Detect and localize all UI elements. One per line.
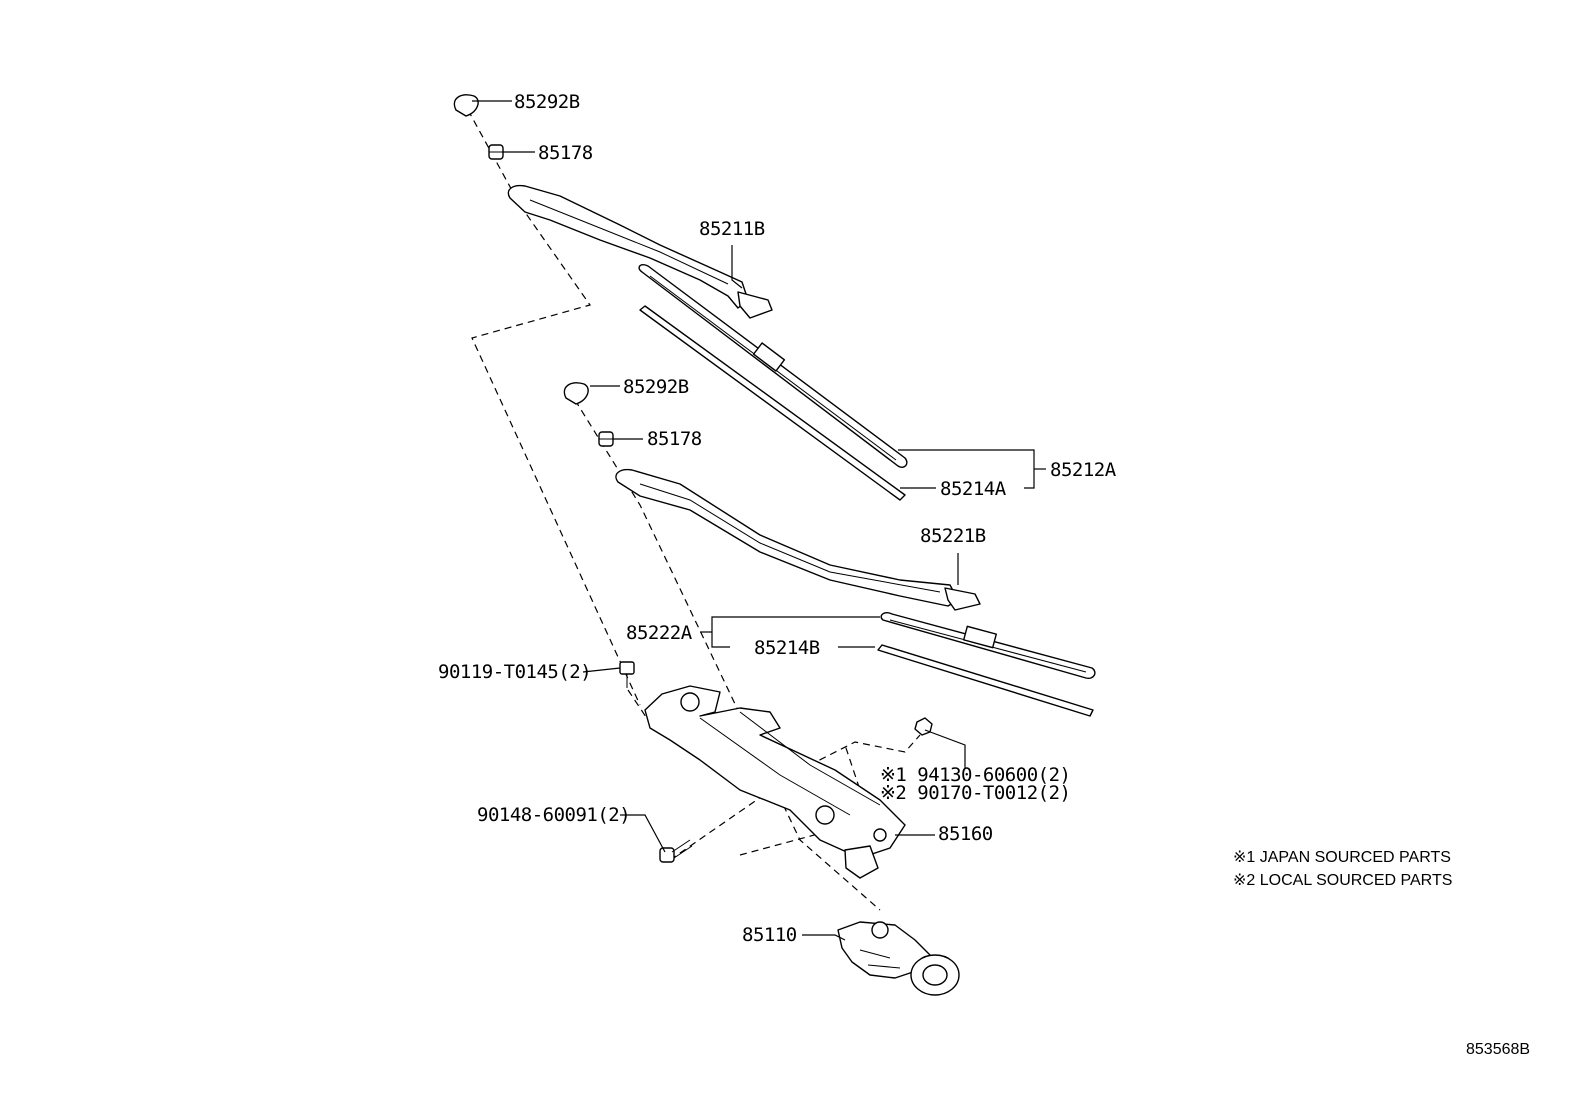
label-link[interactable]: 85160	[938, 823, 993, 845]
figure-code: 853568B	[1466, 1041, 1530, 1058]
label-nut-note1[interactable]: ※1 94130-60600(2)	[880, 764, 1071, 786]
nut-upper-part	[488, 144, 504, 160]
label-blade-assy-upper[interactable]: 85212A	[1050, 459, 1117, 481]
wiper-link-part	[644, 685, 906, 879]
label-nut-upper[interactable]: 85178	[538, 142, 593, 164]
wiper-arm-upper-part	[507, 184, 773, 319]
label-arm-upper[interactable]: 85211B	[699, 218, 765, 240]
label-rubber-lower[interactable]: 85214B	[754, 637, 820, 659]
cap-lower-part	[563, 382, 589, 405]
wiper-rubber-upper-part	[639, 305, 906, 501]
bolt-bottom-part	[659, 839, 693, 863]
source-notes: ※1 JAPAN SOURCED PARTS ※2 LOCAL SOURCED …	[1233, 849, 1452, 889]
label-nut-lower[interactable]: 85178	[647, 428, 702, 450]
leader-lines	[472, 100, 1046, 941]
label-nut-note2[interactable]: ※2 90170-T0012(2)	[880, 782, 1071, 804]
wiper-blade-lower-part	[880, 611, 1096, 680]
nut-lower-part	[598, 431, 614, 447]
label-cap-upper[interactable]: 85292B	[514, 91, 580, 113]
bolt-left-part	[619, 661, 635, 688]
label-rubber-upper[interactable]: 85214A	[940, 478, 1007, 500]
label-blade-assy-lower[interactable]: 85222A	[626, 622, 693, 644]
label-bolt-left[interactable]: 90119-T0145(2)	[438, 661, 592, 683]
wiper-motor-part	[837, 921, 960, 996]
nut-right-part	[914, 717, 933, 736]
part-labels: 85292B 85178 85211B 85292B 85178 85212A …	[438, 91, 1117, 946]
note-japan-sourced: ※1 JAPAN SOURCED PARTS	[1233, 849, 1451, 866]
label-cap-lower[interactable]: 85292B	[623, 376, 689, 398]
label-arm-lower[interactable]: 85221B	[920, 525, 986, 547]
label-bolt-bottom[interactable]: 90148-60091(2)	[477, 804, 631, 826]
wiper-arm-lower-part	[615, 468, 981, 611]
note-local-sourced: ※2 LOCAL SOURCED PARTS	[1233, 872, 1452, 889]
cap-upper-part	[453, 94, 479, 117]
label-motor[interactable]: 85110	[742, 924, 797, 946]
wiper-blade-upper-part	[638, 263, 908, 468]
wiper-rubber-lower-part	[877, 644, 1094, 717]
